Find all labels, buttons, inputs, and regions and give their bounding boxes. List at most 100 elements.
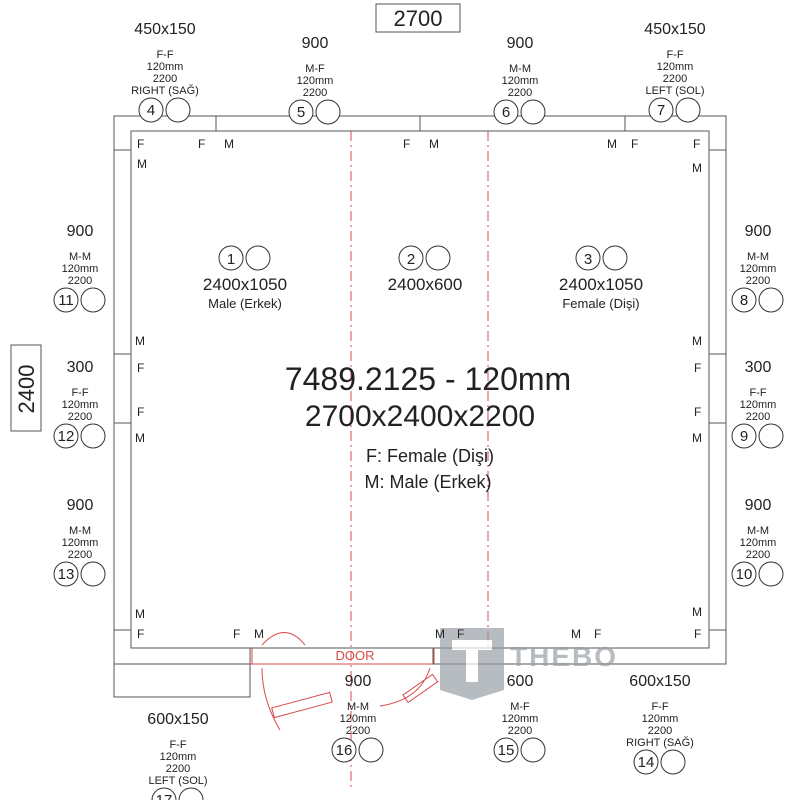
ceiling-panel-size: 2400x600: [388, 275, 463, 294]
wall-panel-spec: M-F: [510, 701, 530, 713]
wall-panel-spec: 120mm: [657, 61, 694, 73]
wall-panel-spec: M-M: [69, 251, 91, 263]
wall-panel-spec: 120mm: [642, 713, 679, 725]
height-dimension-text: 2400: [14, 365, 39, 414]
width-dimension: 2700: [375, 3, 461, 33]
panel-number-circle: [358, 737, 384, 763]
wall-panel-spec: 2200: [303, 87, 327, 99]
wall-panel-spec: 120mm: [740, 263, 777, 275]
wall-panel-size: 900: [745, 497, 772, 514]
wall-panel-spec: 2200: [68, 275, 92, 287]
wall-panel-spec: 2200: [153, 73, 177, 85]
ceiling-panel-type: Male (Erkek): [208, 296, 282, 311]
door: DOOR: [250, 632, 439, 731]
wall-panel-size: 450x150: [644, 21, 705, 38]
panel-number-circle: [151, 787, 177, 800]
wall-panel-spec: F-F: [169, 739, 186, 751]
wall-panel-number: 11: [58, 292, 74, 309]
joint-mark: F: [457, 627, 464, 641]
wall-panel-spec: M-M: [347, 701, 369, 713]
wall-panel-number: 7: [657, 102, 665, 119]
joint-mark: M: [137, 157, 147, 171]
joint-mark: F: [198, 137, 205, 151]
joint-mark: F: [137, 405, 144, 419]
ceiling-panel-size: 2400x1050: [203, 275, 287, 294]
wall-panel-spec: M-M: [747, 251, 769, 263]
panel-number-circle: [80, 561, 106, 587]
wall-panel-spec: LEFT (SOL): [645, 85, 704, 97]
wall-panel-size: 900: [67, 497, 94, 514]
joint-mark: M: [135, 334, 145, 348]
joint-mark: F: [694, 627, 701, 641]
wall-panel-spec: 2200: [663, 73, 687, 85]
panel-number-circle: [758, 287, 784, 313]
wall-panel-number: 6: [502, 104, 510, 121]
wall-panel-spec: F-F: [156, 49, 173, 61]
wall-panel-spec: 120mm: [502, 75, 539, 87]
wall-panel-spec: 2200: [346, 725, 370, 737]
joint-mark: M: [224, 137, 234, 151]
wall-panel-spec: 120mm: [740, 399, 777, 411]
panel-number-circle: [315, 99, 341, 125]
wall-panel-spec: F-F: [71, 387, 88, 399]
joint-mark: F: [137, 361, 144, 375]
wall-panel-number: 15: [498, 742, 515, 759]
wall-panel-spec: 120mm: [147, 61, 184, 73]
wall-panel-size: 300: [67, 359, 94, 376]
panel-number-circle: [80, 287, 106, 313]
wall-panel-spec: LEFT (SOL): [148, 775, 207, 787]
room-title: 7489.2125 - 120mm 2700x2400x2200 F: Fema…: [285, 361, 571, 492]
panel-number-circle: [53, 423, 79, 449]
joint-mark: M: [571, 627, 581, 641]
panel-number-circle: [731, 423, 757, 449]
wall-panel-spec: 120mm: [62, 537, 99, 549]
ceiling-seams: [350, 131, 489, 790]
joint-mark: F: [693, 137, 700, 151]
wall-panel-size: 450x150: [134, 21, 195, 38]
wall-panel-spec: M-F: [305, 63, 325, 75]
wall-panel-spec: 2200: [746, 549, 770, 561]
wall-panel-spec: 120mm: [62, 263, 99, 275]
wall-panel-spec: 2200: [68, 549, 92, 561]
wall-panel-number: 16: [336, 742, 353, 759]
wall-panel-spec: F-F: [651, 701, 668, 713]
wall-panel-spec: M-M: [509, 63, 531, 75]
panel-number-circle: [53, 287, 79, 313]
panel-number-circle: [331, 737, 357, 763]
wall-panel-number: 12: [58, 428, 75, 445]
joint-mark: M: [692, 605, 702, 619]
joint-mark: M: [607, 137, 617, 151]
title-line-1: 7489.2125 - 120mm: [285, 361, 571, 397]
panel-number-circle: [633, 749, 659, 775]
wall-panel-size: 600x150: [147, 711, 208, 728]
wall-panel-spec: M-M: [69, 525, 91, 537]
joint-mark: M: [692, 431, 702, 445]
wall-panel-number: 9: [740, 428, 748, 445]
wall-panel-spec: F-F: [666, 49, 683, 61]
ceiling-panel-number: 3: [584, 251, 592, 268]
thebo-logo: THEBO: [440, 628, 616, 700]
panel-number-circle: [138, 97, 164, 123]
joint-marks: F M F F M F M M F M M F F M M F M F F M …: [135, 137, 702, 641]
joint-mark: M: [135, 431, 145, 445]
ceiling-panel-size: 2400x1050: [559, 275, 643, 294]
joint-mark: F: [233, 627, 240, 641]
joint-mark: M: [692, 161, 702, 175]
panel-number-circle: [675, 97, 701, 123]
panel-number-circle: [648, 97, 674, 123]
panel-number-circle: [660, 749, 686, 775]
panel-number-circle: [178, 787, 204, 800]
